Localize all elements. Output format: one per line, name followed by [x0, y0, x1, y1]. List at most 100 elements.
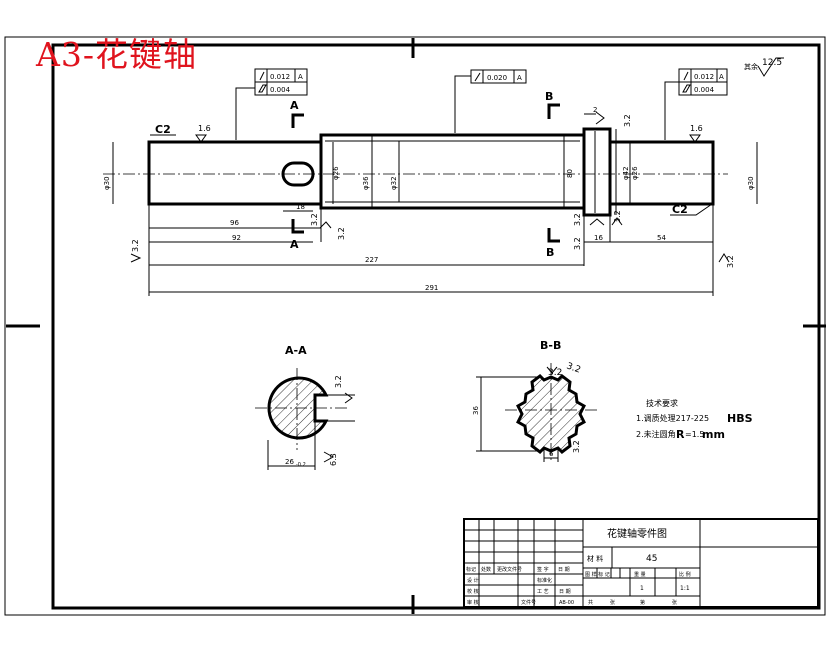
tech-line-1: 1.调质处理217-225: [636, 413, 709, 423]
svg-text:2: 2: [593, 106, 597, 114]
svg-text:36: 36: [472, 406, 480, 415]
svg-text:处数: 处数: [481, 566, 491, 573]
svg-text:0.004: 0.004: [270, 86, 291, 94]
svg-text:3.2: 3.2: [572, 440, 581, 453]
scale-value: 1:1: [680, 585, 690, 592]
tech-line-2: 2.未注圆角: [636, 429, 676, 439]
svg-text:3.2: 3.2: [573, 237, 582, 250]
length-dimensions: 96 92 227 291 18 16 54 2: [148, 106, 714, 296]
svg-text:3.2: 3.2: [613, 210, 622, 223]
right-journal: [608, 140, 715, 206]
material-value: 45: [646, 554, 657, 564]
svg-text:0.020: 0.020: [487, 74, 507, 82]
tech-line-1-unit: HBS: [727, 412, 753, 425]
svg-text:重 量: 重 量: [634, 571, 646, 578]
svg-text:设 计: 设 计: [467, 577, 479, 584]
svg-text:92: 92: [232, 234, 241, 242]
svg-text:6: 6: [549, 450, 554, 458]
svg-text:1.6: 1.6: [198, 124, 211, 133]
svg-text:18: 18: [296, 203, 305, 211]
svg-text:96: 96: [230, 219, 239, 227]
svg-text:54: 54: [657, 234, 666, 242]
part-name: 花键轴零件图: [607, 527, 667, 540]
svg-text:A: A: [719, 73, 724, 81]
section-mark-b-bottom: B: [546, 228, 560, 259]
section-bb-label: B-B: [540, 339, 561, 352]
svg-text:审 核: 审 核: [467, 599, 479, 606]
tech-line-2-value: =1.5: [685, 430, 704, 439]
svg-text:A: A: [290, 99, 299, 112]
chamfer-right-leader: [670, 203, 713, 216]
roughness-corner-value: 12.5: [762, 58, 782, 68]
svg-text:张: 张: [672, 599, 677, 606]
dim-dia-32: φ32: [390, 176, 398, 190]
svg-text:3.2: 3.2: [726, 255, 735, 268]
chamfer-left: C2: [155, 123, 171, 136]
shoulder-collar: [582, 127, 612, 217]
left-journal: [147, 140, 323, 206]
svg-text:16: 16: [594, 234, 603, 242]
svg-text:3.2: 3.2: [310, 213, 319, 226]
svg-text:B: B: [545, 90, 553, 103]
tolerance-frame-middle: 0.020 A: [454, 69, 527, 133]
diameter-dimensions: φ30 φ26 φ36 φ32 80 φ42 φ26 φ30: [103, 129, 758, 215]
dim-dia-26b: φ26: [631, 166, 639, 180]
svg-text:A: A: [517, 74, 522, 82]
svg-text:B: B: [546, 246, 554, 259]
svg-text:标记: 标记: [466, 566, 476, 573]
svg-text:1.6: 1.6: [690, 124, 703, 133]
section-bb: B-B 36 6 3.2 3.2 3.2: [472, 339, 598, 462]
svg-text:3.2: 3.2: [131, 239, 140, 252]
tech-heading: 技术要求: [646, 398, 678, 408]
svg-text:3.2: 3.2: [548, 368, 562, 378]
svg-text:3.2: 3.2: [565, 361, 582, 375]
svg-text:第: 第: [640, 599, 645, 606]
svg-text:3.2: 3.2: [337, 227, 346, 240]
svg-text:张: 张: [610, 599, 615, 606]
svg-text:291: 291: [425, 284, 438, 292]
section-aa-label: A-A: [285, 344, 307, 357]
dim-dia-36: φ36: [362, 176, 370, 190]
svg-text:3.2: 3.2: [334, 375, 343, 388]
sheet-title-overlay: A3-花键轴: [36, 35, 197, 74]
svg-text:26: 26: [285, 458, 294, 466]
dim-dia-42: φ42: [622, 166, 630, 180]
svg-text:更改文件号: 更改文件号: [497, 566, 522, 573]
tolerance-frame-left: 0.012 A 0.004: [235, 68, 308, 140]
chamfer-right: C2: [672, 203, 688, 216]
svg-text:3.2: 3.2: [623, 114, 632, 127]
svg-text:0.004: 0.004: [694, 86, 715, 94]
technical-requirements: 技术要求 1.调质处理217-225 HBS 2.未注圆角 R =1.5 mm: [636, 398, 753, 441]
svg-text:0.012: 0.012: [694, 73, 714, 81]
roughness-other-label: 其余: [744, 62, 758, 71]
svg-text:比 例: 比 例: [679, 571, 691, 578]
tech-line-2-r: R: [676, 428, 685, 441]
roughness-symbols: 1.6 1.6 3.2 3.2 3.2 3.2 3.2 3.2 3.2 3.2: [130, 111, 735, 268]
svg-text:文件号: 文件号: [521, 599, 536, 606]
svg-text:A: A: [298, 73, 303, 81]
section-mark-a-bottom: A: [290, 219, 304, 251]
svg-text:校 核: 校 核: [467, 588, 479, 595]
keyway-slot: [281, 161, 315, 187]
svg-text:6.3: 6.3: [329, 453, 338, 466]
section-mark-b-top: B: [545, 90, 560, 119]
dim-dia-30b: φ30: [747, 176, 755, 190]
svg-text:共: 共: [588, 599, 593, 606]
material-label: 材 料: [587, 554, 603, 563]
svg-text:签 字: 签 字: [537, 566, 549, 573]
count-value: 1: [640, 585, 644, 592]
tolerance-frame-right: 0.012 A 0.004: [664, 68, 728, 140]
svg-text:227: 227: [365, 256, 378, 264]
svg-text:图 样 标 记: 图 样 标 记: [585, 571, 610, 578]
svg-text:0.012: 0.012: [270, 73, 290, 81]
svg-text:日 期: 日 期: [558, 567, 570, 573]
svg-text:工 艺: 工 艺: [537, 589, 549, 595]
dim-80: 80: [566, 169, 574, 178]
svg-text:AB-00: AB-00: [559, 600, 574, 606]
svg-text:日 期: 日 期: [559, 589, 571, 595]
spline-section: [319, 133, 586, 210]
section-aa: A-A 26 -0.2 3.2 6.3: [255, 344, 355, 470]
dim-dia-left: φ30: [103, 176, 111, 190]
title-block: 花键轴零件图 材 料 45 图 样 标 记 重 量 比 例 1 1:1 共 张 …: [463, 518, 819, 608]
